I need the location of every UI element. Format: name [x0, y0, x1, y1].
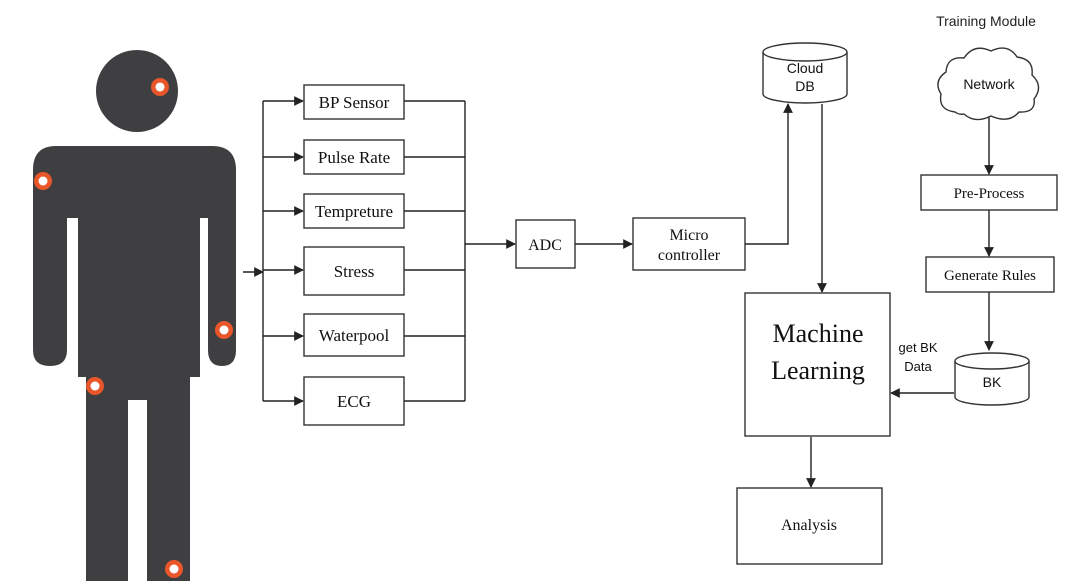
sensor-waterpool-label: Waterpool — [319, 326, 390, 345]
sensor-marker — [215, 321, 233, 339]
machine-learning-box: Machine Learning — [744, 292, 891, 437]
cloud-db-label-line2: DB — [795, 78, 814, 94]
sensor-ecg-box: ECG — [303, 376, 405, 426]
get-bk-label-line2: Data — [904, 359, 932, 374]
sensor-bp-box: BP Sensor — [303, 84, 405, 120]
adc-label: ADC — [528, 237, 562, 254]
bk-label: BK — [983, 374, 1002, 390]
ml-label-line2: Learning — [771, 356, 865, 385]
analysis-box: Analysis — [736, 487, 883, 565]
cloud-db-cylinder: Cloud DB — [762, 42, 848, 104]
ml-label-line1: Machine — [773, 319, 864, 348]
cloud-db-label-line1: Cloud — [787, 60, 824, 76]
sensor-ecg-label: ECG — [337, 392, 371, 411]
micro-label-line2: controller — [658, 247, 721, 264]
sensor-temp-box: Tempreture — [303, 193, 405, 229]
sensor-marker — [86, 377, 104, 395]
generate-rules-label: Generate Rules — [944, 268, 1036, 284]
bk-db-cylinder: BK — [954, 352, 1030, 406]
preprocess-label: Pre-Process — [954, 186, 1025, 202]
preprocess-box: Pre-Process — [920, 174, 1058, 211]
generate-rules-box: Generate Rules — [925, 256, 1055, 293]
adc-box: ADC — [515, 219, 576, 269]
sensor-pulse-box: Pulse Rate — [303, 139, 405, 175]
sensor-marker — [165, 560, 183, 578]
sensor-temp-label: Tempreture — [315, 202, 393, 221]
sensor-waterpool-box: Waterpool — [303, 313, 405, 357]
network-label: Network — [963, 76, 1015, 92]
sensor-stress-box: Stress — [303, 246, 405, 296]
figure-head — [96, 50, 178, 132]
figure-body — [33, 146, 236, 581]
sensor-bp-label: BP Sensor — [319, 93, 390, 112]
microcontroller-box: Micro controller — [632, 217, 746, 271]
analysis-label: Analysis — [781, 517, 837, 534]
connector-lines — [243, 96, 994, 488]
network-cloud-icon: Network — [937, 47, 1040, 121]
sensor-marker — [34, 172, 52, 190]
sensor-marker — [151, 78, 169, 96]
training-module-title: Training Module — [936, 13, 1036, 29]
sensor-stress-label: Stress — [334, 262, 375, 281]
get-bk-label-line1: get BK — [898, 340, 937, 355]
human-figure — [33, 50, 236, 581]
micro-label-line1: Micro — [669, 227, 708, 244]
sensor-pulse-label: Pulse Rate — [318, 148, 390, 167]
